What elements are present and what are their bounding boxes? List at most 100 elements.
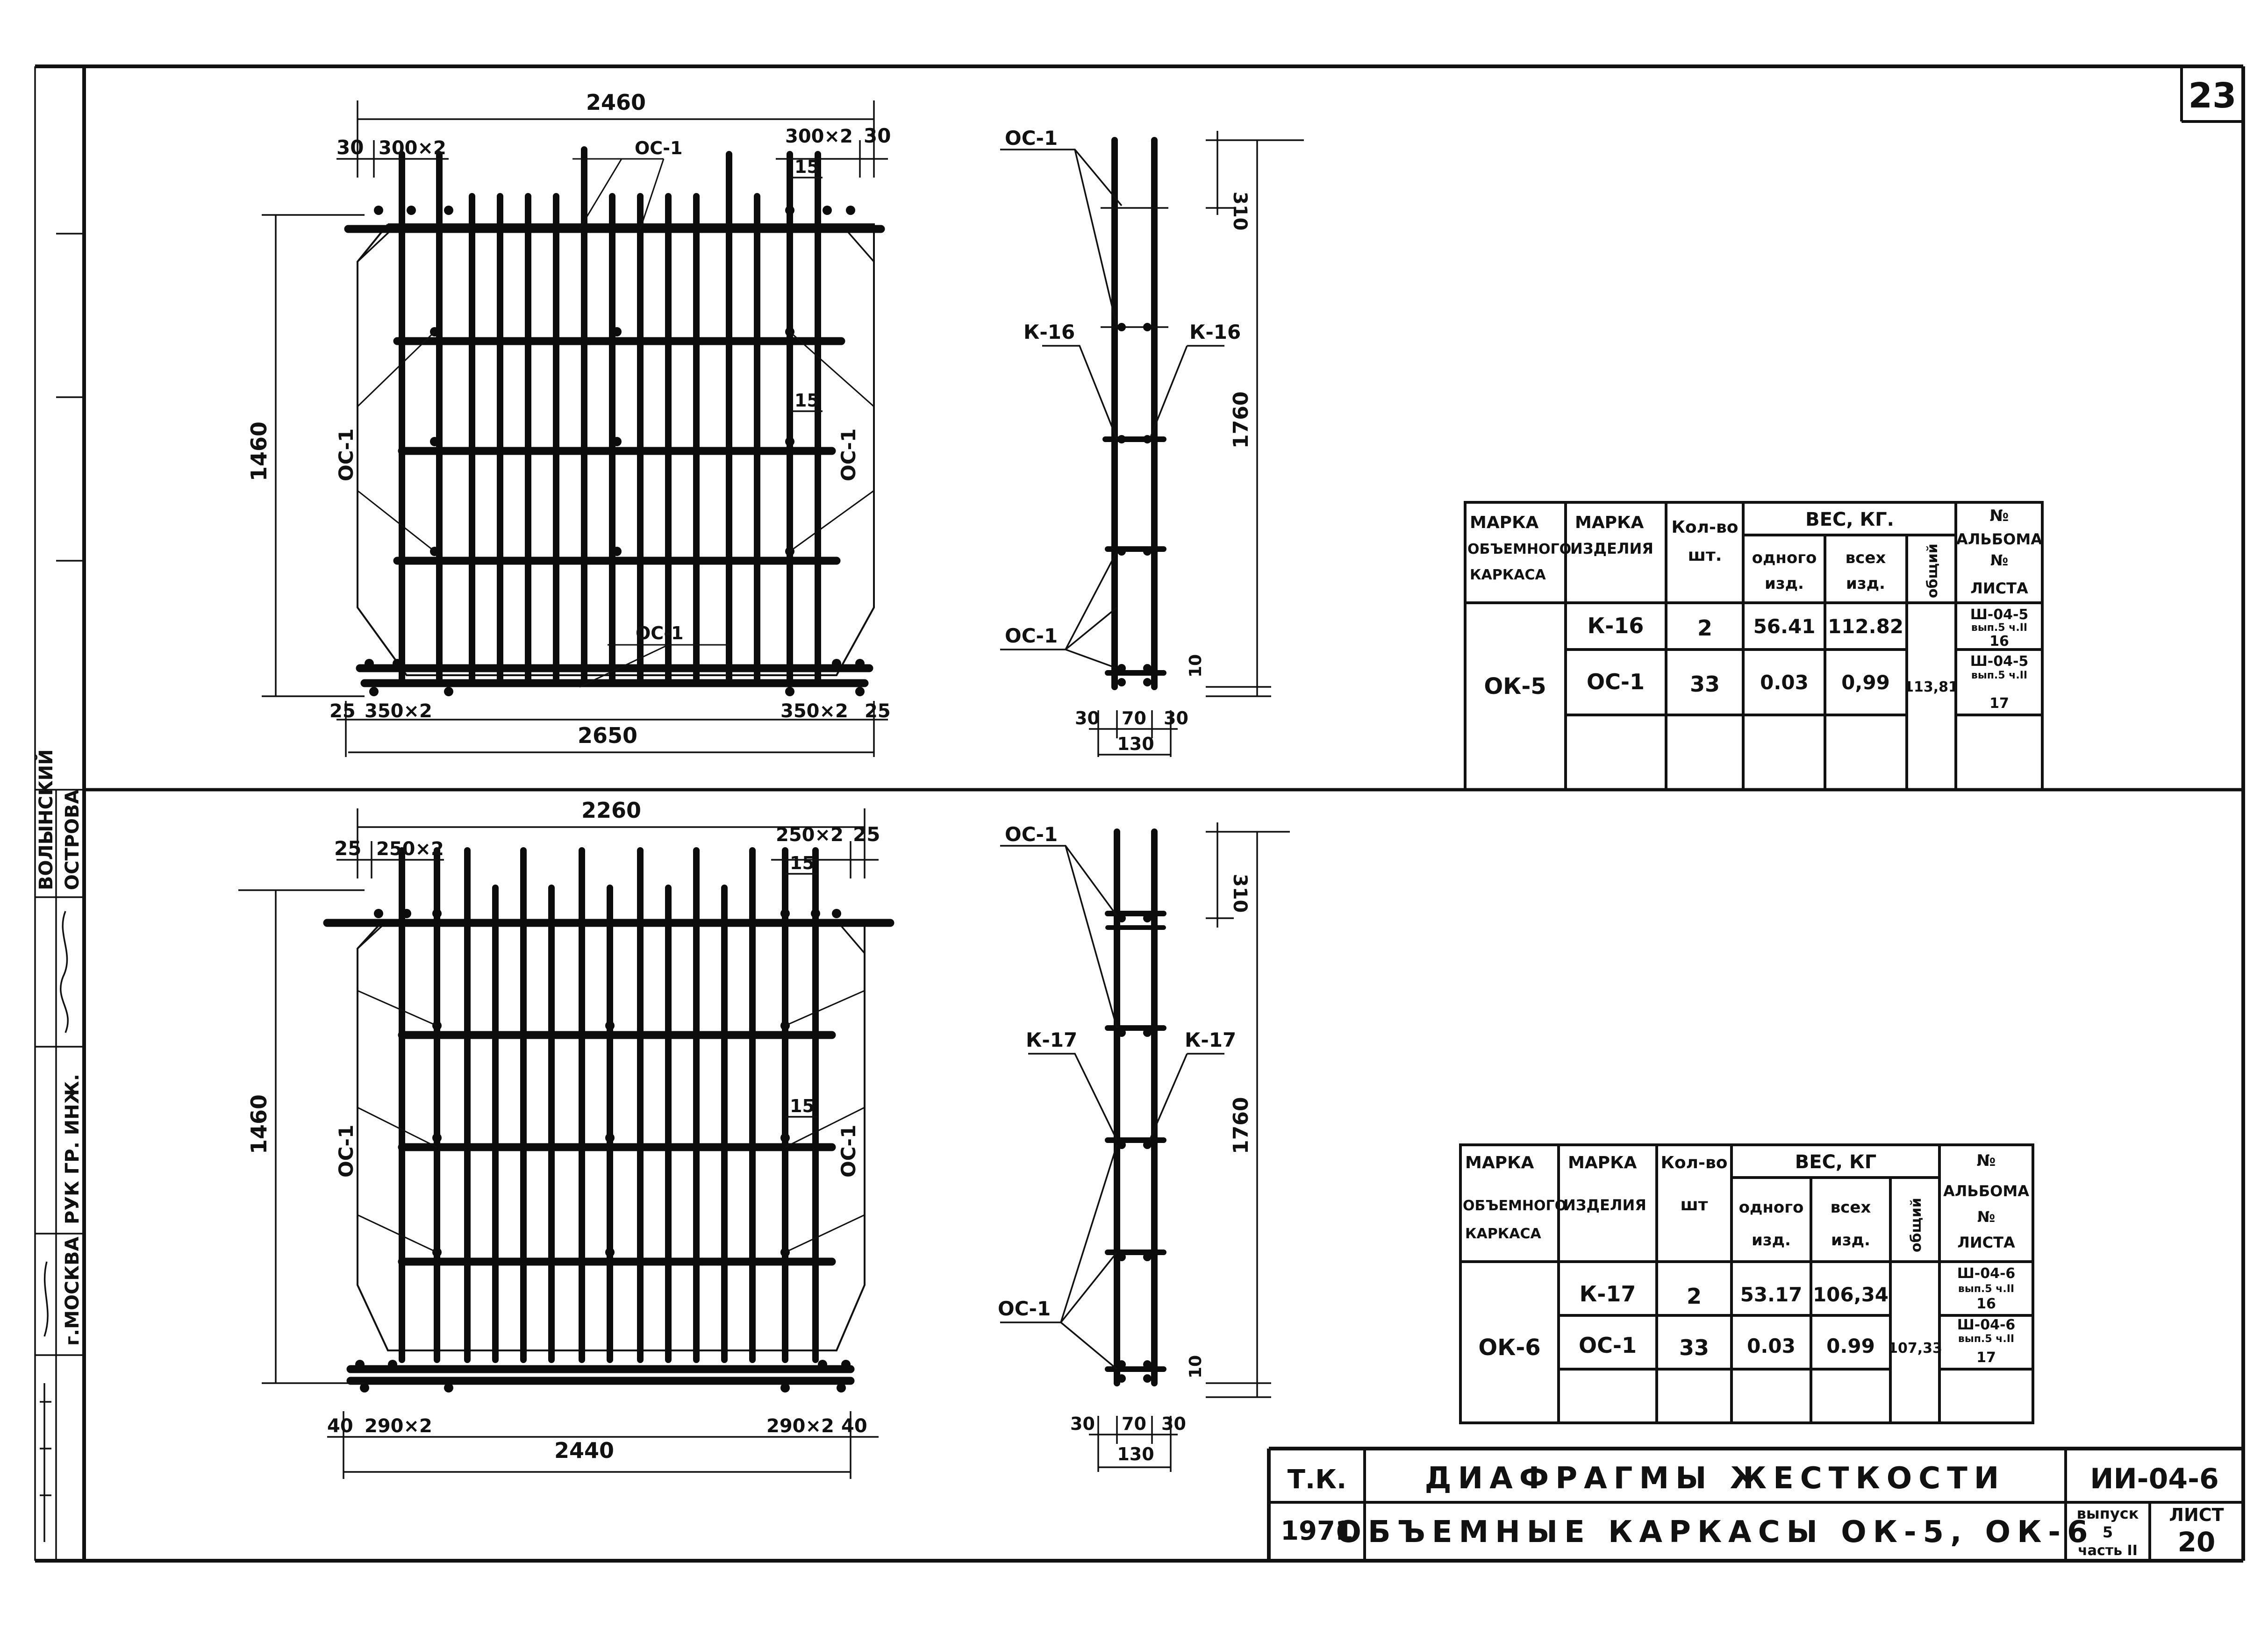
t2-r1-issue: вып.5 ч.II [1958,1283,2014,1295]
t2-h-item-1: МАРКА [1568,1153,1637,1172]
t1-h-one-1: одного [1752,549,1817,567]
t2-h-item-2: ИЗДЕЛИЯ [1563,1196,1646,1214]
sheet-number: 23 [2189,76,2237,116]
top-label-os1-left: ОС-1 [335,428,358,481]
sheet-label: ЛИСТ [2169,1505,2224,1525]
t1-h-all-1: всех [1846,549,1886,567]
title-block: Т.К. 1971 ДИАФРАГМЫ ЖЕСТКОСТИ ОБЪЕМНЫЕ К… [1267,1447,2243,1561]
t1-h-one-2: изд. [1765,574,1804,593]
top-plan-drawing: ОС-1 ОС-1 ОС-1 ОС-1 2460 30 300×2 300×2 … [246,90,891,757]
bottom-dim-overall: 2260 [581,798,641,823]
bottom-vertical-bars [399,847,819,1363]
signature-mark-2 [43,1261,49,1337]
top-section-dim-310: 310 [1229,192,1251,231]
t1-h-qty-1: Кол-во [1672,518,1739,537]
top-dim-right-spacing: 300×2 [785,126,853,147]
top-dim-bottom-left-spacing: 350×2 [365,700,432,722]
t2-h-qty-1: Кол-во [1661,1153,1728,1172]
top-section-k-right: К-16 [1189,321,1241,343]
table-ok5: МАРКА ОБЪЕМНОГО КАРКАСА МАРКА ИЗДЕЛИЯ Ко… [1464,501,2044,791]
top-horizontal-bars [344,225,885,687]
bottom-section-dim-70: 70 [1122,1414,1146,1434]
t2-r2-all: 0.99 [1826,1335,1875,1357]
t1-r2-album: Ш-04-5 [1970,653,2029,670]
t2-h-frame-3: КАРКАСА [1465,1226,1541,1242]
top-section-dim-70: 70 [1122,708,1146,728]
t2-r2-item: ОС-1 [1579,1333,1637,1358]
t2-h-one-1: одного [1739,1198,1804,1217]
part-label: часть II [2078,1542,2138,1559]
bottom-section-dim-310: 310 [1229,874,1251,913]
t1-r2-one: 0.03 [1760,671,1809,694]
t2-h-all-2: изд. [1831,1231,1870,1250]
t2-h-one-2: изд. [1752,1231,1791,1250]
t1-frame: ОК-5 [1484,673,1546,700]
top-dim-bottom-right-edge: 25 [865,700,891,722]
t1-h-weight: ВЕС, КГ. [1805,509,1894,530]
bottom-dim-bottom-overall: 2440 [554,1438,614,1463]
t1-r1-issue: вып.5 ч.II [1971,622,2027,634]
t1-h-album-1: № [1990,507,2009,525]
t1-r2-sheet: 17 [1989,695,2009,712]
t2-r2-qty: 33 [1679,1335,1709,1360]
t1-r1-album: Ш-04-5 [1970,607,2029,623]
bottom-section-view: ОС-1 К-17 К-17 ОС-1 310 1760 10 30 70 30… [998,822,1290,1472]
drawing-subtitle: ОБЪЕМНЫЕ КАРКАСЫ ОК-5, ОК-6 [1336,1515,2095,1549]
top-section-k-left: К-16 [1023,321,1075,343]
top-label-os1-b: ОС-1 [636,623,683,643]
top-vertical-bars [399,146,821,685]
top-dim-left-spacing: 300×2 [379,137,446,159]
t2-r2-album: Ш-04-6 [1957,1317,2016,1333]
t2-frame: ОК-6 [1478,1335,1540,1361]
t1-r1-one: 56.41 [1753,615,1816,638]
top-dim-15: 15 [794,157,819,177]
t1-h-frame-3: КАРКАСА [1470,567,1546,583]
t2-h-album-4: ЛИСТА [1957,1234,2015,1251]
bottom-section-dim-1760: 1760 [1229,1097,1253,1154]
t1-h-album-2: АЛЬБОМА [1956,530,2042,548]
t1-r1-sheet: 16 [1989,633,2009,650]
t2-h-total: общий [1908,1198,1925,1252]
bottom-section-os1-bottom: ОС-1 [998,1297,1051,1320]
t2-r1-album: Ш-04-6 [1957,1265,2016,1282]
t2-h-weight: ВЕС, КГ [1795,1151,1876,1173]
bottom-section-k-left: К-17 [1026,1028,1077,1051]
sheet-value: 20 [2178,1526,2216,1558]
t2-total: 107,33 [1888,1340,1942,1357]
top-section-os1-top: ОС-1 [1005,127,1058,150]
t1-total: 113,81 [1904,679,1958,695]
bottom-section-dim-10: 10 [1186,1355,1205,1378]
t2-r1-one: 53.17 [1740,1283,1803,1306]
top-label-os1-a: ОС-1 [635,138,682,158]
top-section-dim-1760: 1760 [1229,392,1253,449]
t2-h-frame-1: МАРКА [1465,1153,1534,1172]
drawing-title: ДИАФРАГМЫ ЖЕСТКОСТИ [1425,1461,2006,1496]
t2-r1-item: К-17 [1580,1281,1636,1307]
bottom-label-os1-left: ОС-1 [335,1125,358,1178]
bottom-dim-bottom-left-edge: 40 [327,1415,353,1437]
t1-h-all-2: изд. [1846,574,1885,593]
sheet-frame: 23 [35,64,2245,1563]
table-ok6: МАРКА ОБЪЕМНОГО КАРКАСА МАРКА ИЗДЕЛИЯ Ко… [1459,1143,2034,1424]
top-dim-bottom-right-spacing: 350×2 [780,700,848,722]
bottom-section-os1-top: ОС-1 [1005,823,1058,846]
stamp-marks [40,1383,51,1542]
title-tk: Т.К. [1288,1464,1347,1495]
left-margin-stamp: ВОЛЫНСКИЙ ОСТРОВА РУК ГР. ИНЖ. г.МОСКВА [34,66,84,1561]
bottom-dim-height: 1460 [246,1094,272,1154]
margin-city: г.МОСКВА [62,1237,83,1346]
top-dim-left-edge: 30 [336,136,364,159]
bottom-dim-15: 15 [790,853,815,873]
t1-h-item-1: МАРКА [1575,513,1644,532]
t1-h-total: общий [1925,543,1941,598]
bottom-section-dim-30b: 30 [1161,1414,1186,1434]
bottom-section-dim-130: 130 [1117,1444,1154,1464]
t1-h-frame-2: ОБЪЕМНОГО [1467,541,1571,557]
t2-h-album-3: № [1977,1208,1996,1226]
top-dim-right-edge: 30 [864,124,891,147]
top-dim-height: 1460 [246,421,272,481]
margin-name-2: ОСТРОВА [62,790,83,890]
title-year: 1971 [1281,1516,1353,1546]
t2-r1-all: 106,34 [1813,1283,1889,1306]
t1-r1-all: 112.82 [1828,615,1903,638]
